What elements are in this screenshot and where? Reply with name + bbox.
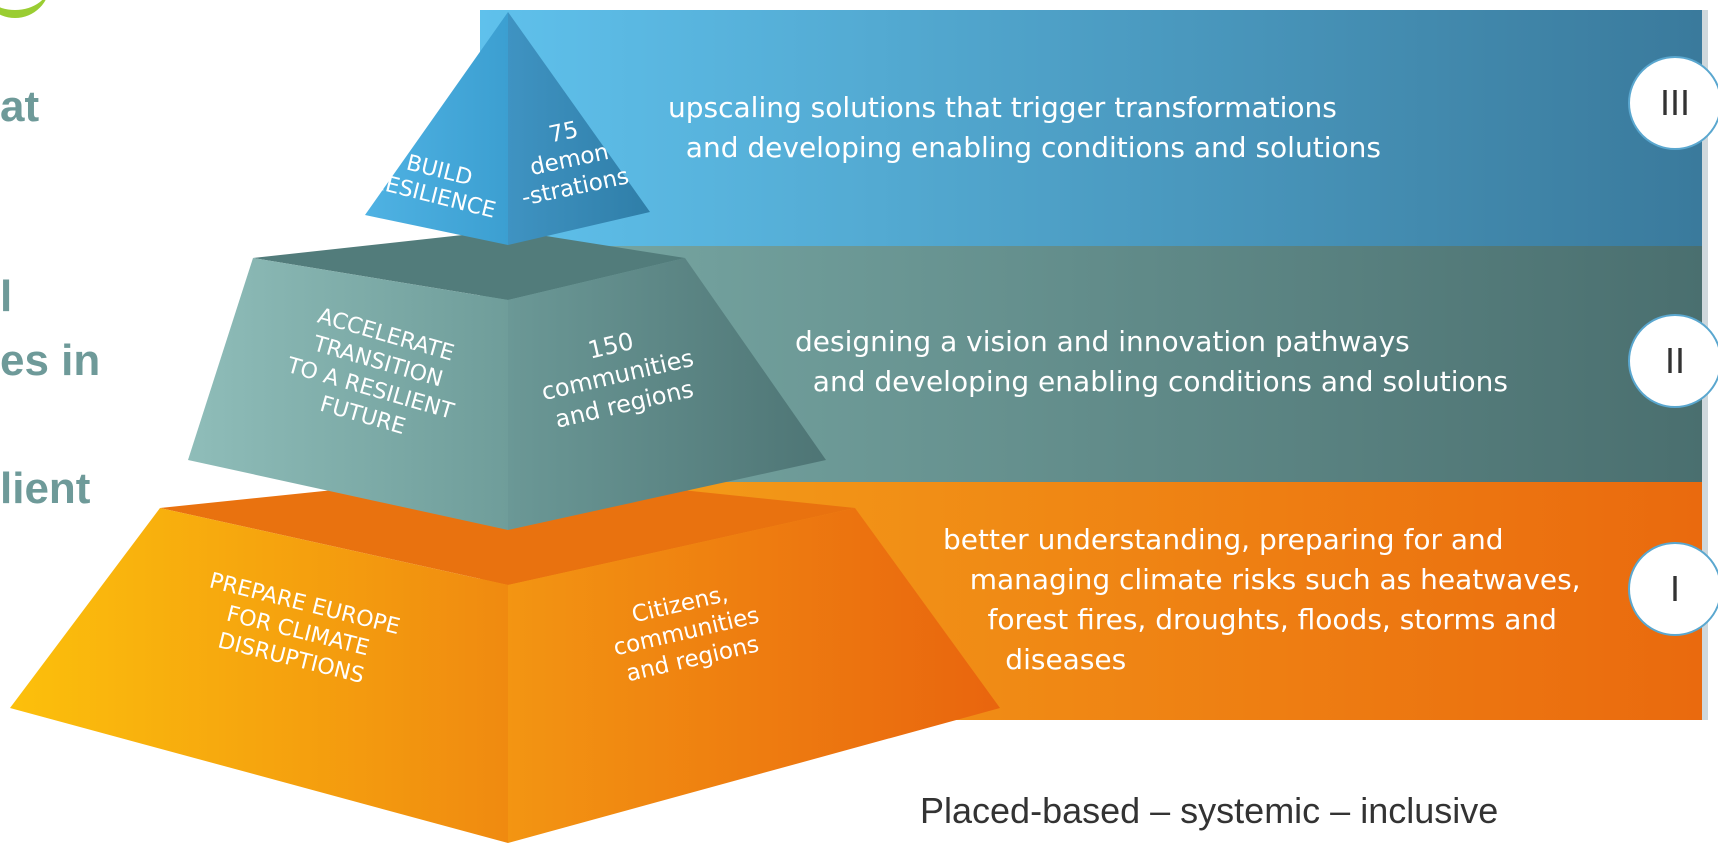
footer-caption: Placed-based – systemic – inclusive bbox=[920, 790, 1499, 831]
pyramid-middle-top-face bbox=[253, 230, 685, 300]
pyramid-bottom-right-face bbox=[508, 508, 1000, 843]
left-heading-fragment-4: lient bbox=[0, 464, 91, 513]
pyramid-middle-left-face bbox=[188, 258, 508, 530]
tier-3-description: upscaling solutions that trigger transfo… bbox=[668, 91, 1381, 164]
pyramid-bottom-left-face bbox=[10, 508, 508, 843]
left-heading-fragment-3: es in bbox=[0, 336, 101, 385]
decorative-arc bbox=[0, 0, 50, 18]
tier-3-numeral-badge: III bbox=[1628, 56, 1718, 150]
pyramid-top-left-face bbox=[365, 12, 508, 245]
left-heading-fragment-1: at bbox=[0, 82, 40, 131]
left-heading-fragment-2: l bbox=[0, 272, 13, 321]
tier-1-description: better understanding, preparing for and … bbox=[943, 523, 1581, 676]
pyramid-top-right-face bbox=[508, 12, 650, 245]
pyramid-middle-right-face bbox=[508, 258, 826, 530]
tier-1-numeral-badge: I bbox=[1628, 542, 1718, 636]
band-tier-3 bbox=[480, 10, 1702, 246]
tier-2-description: designing a vision and innovation pathwa… bbox=[795, 325, 1508, 398]
tier-2-numeral-badge: II bbox=[1628, 314, 1718, 408]
